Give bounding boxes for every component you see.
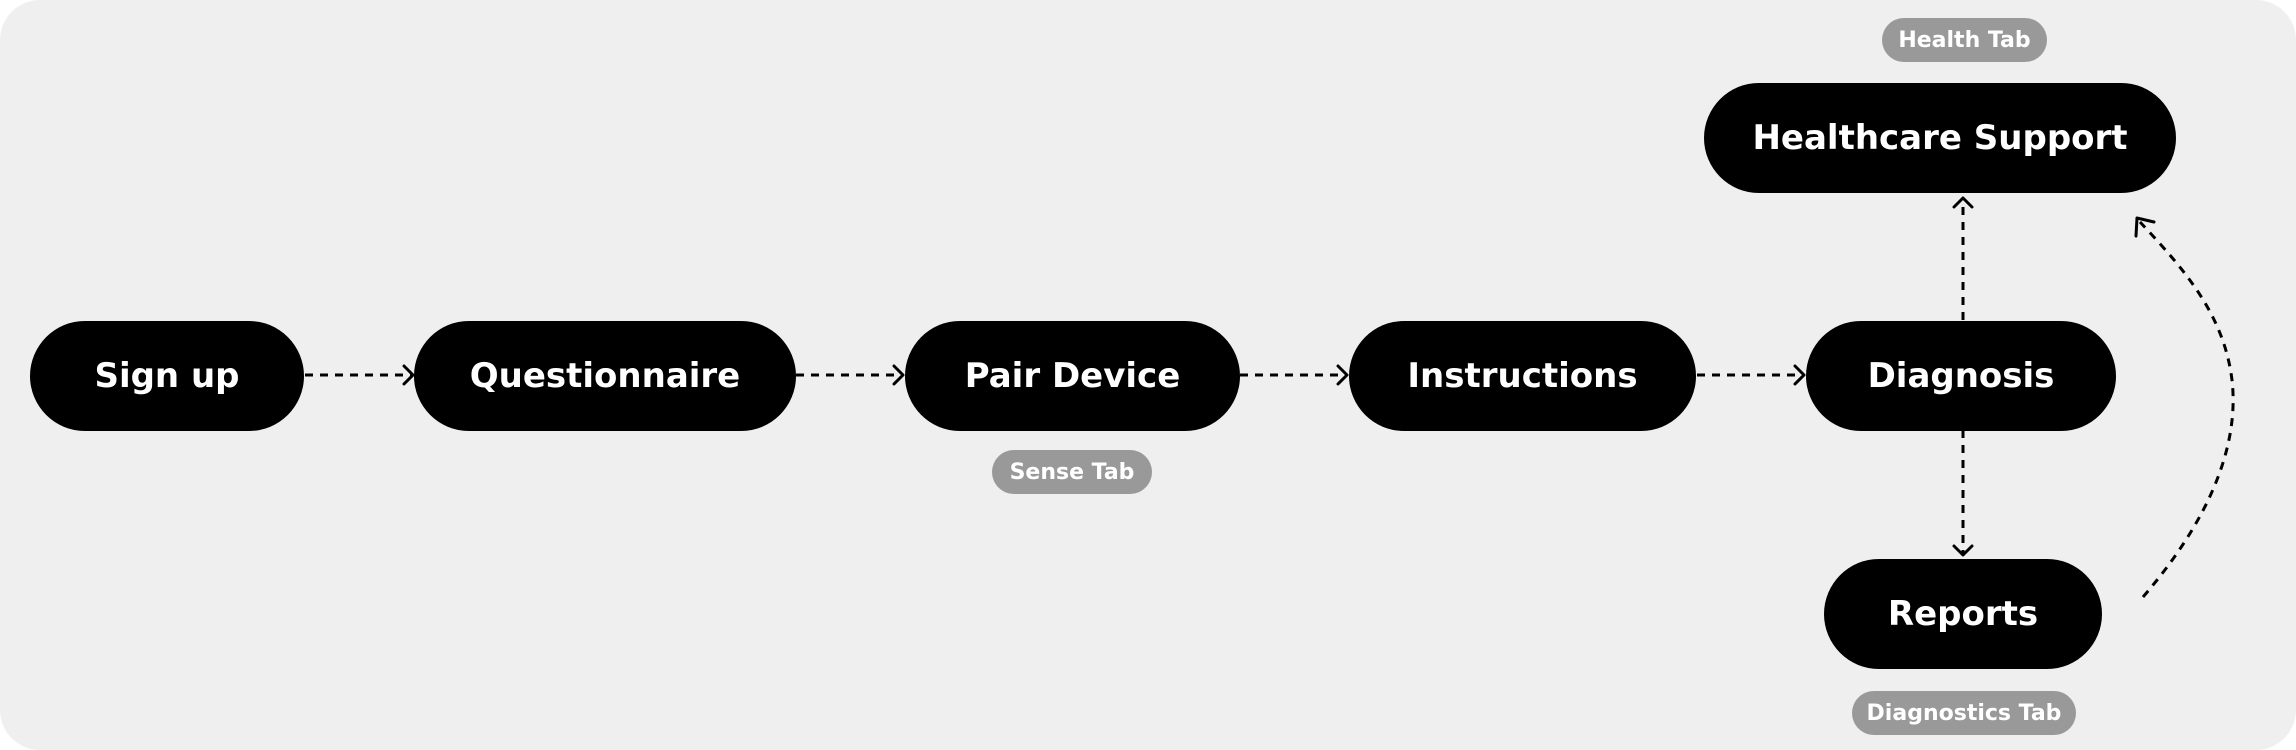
node-questionnaire-label: Questionnaire — [469, 356, 741, 396]
edge-diagnosis-to-healthcare-support — [1952, 196, 1974, 320]
node-sign-up: Sign up — [30, 321, 304, 431]
node-pair-device: Pair Device — [905, 321, 1240, 431]
node-reports: Reports — [1824, 559, 2102, 669]
node-pair-device-label: Pair Device — [964, 356, 1181, 396]
edge-diagnosis-to-reports — [1952, 430, 1974, 557]
node-instructions-label: Instructions — [1407, 356, 1638, 396]
tag-health-tab-label: Health Tab — [1898, 27, 2031, 53]
node-diagnosis: Diagnosis — [1806, 321, 2116, 431]
node-instructions: Instructions — [1349, 321, 1696, 431]
node-diagnosis-label: Diagnosis — [1867, 356, 2055, 396]
node-reports-label: Reports — [1887, 594, 2039, 634]
node-sign-up-label: Sign up — [94, 356, 240, 396]
edge-signup-to-questionnaire — [305, 364, 415, 386]
edge-reports-to-healthcare-support — [2134, 216, 2235, 598]
tag-diagnostics-tab: Diagnostics Tab — [1852, 691, 2076, 735]
node-healthcare-support-label: Healthcare Support — [1752, 118, 2128, 158]
node-healthcare-support: Healthcare Support — [1704, 83, 2176, 193]
edge-questionnaire-to-pair-device — [796, 364, 905, 386]
tag-sense-tab: Sense Tab — [992, 450, 1152, 494]
node-questionnaire: Questionnaire — [414, 321, 796, 431]
tag-sense-tab-label: Sense Tab — [1009, 459, 1135, 485]
edge-pair-device-to-instructions — [1240, 364, 1349, 386]
tag-diagnostics-tab-label: Diagnostics Tab — [1866, 700, 2062, 726]
edge-instructions-to-diagnosis — [1697, 364, 1806, 386]
tag-health-tab: Health Tab — [1882, 18, 2047, 62]
